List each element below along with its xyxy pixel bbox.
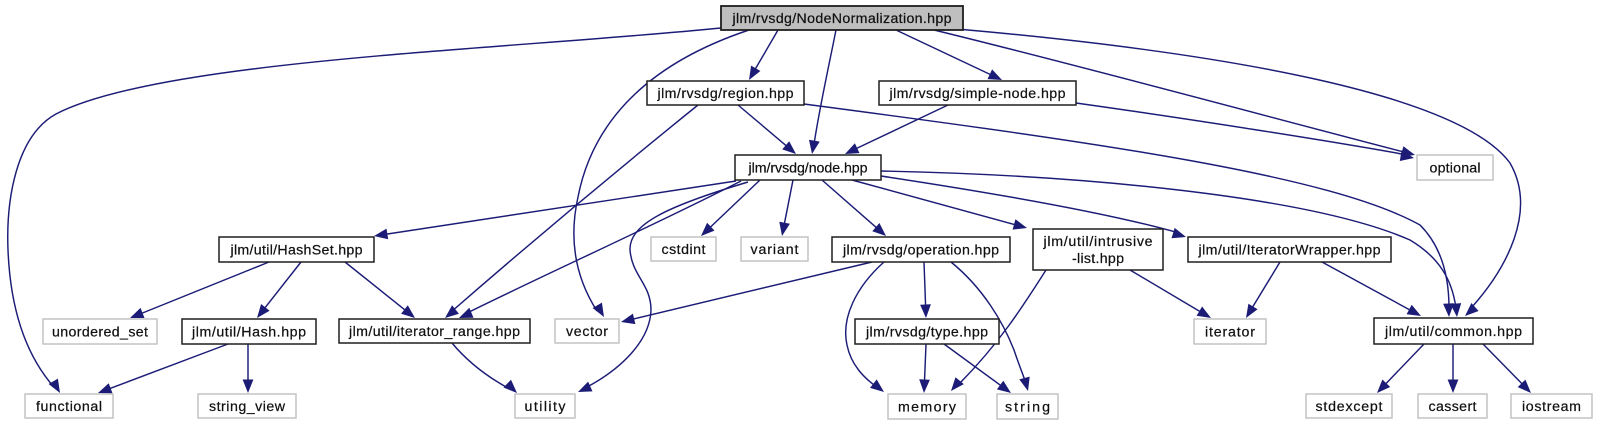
svg-text:unordered_set: unordered_set — [52, 325, 148, 341]
svg-text:string: string — [1005, 400, 1050, 416]
svg-text:-list.hpp: -list.hpp — [1072, 251, 1124, 267]
svg-text:jlm/util/common.hpp: jlm/util/common.hpp — [1384, 324, 1522, 340]
svg-text:jlm/rvsdg/node.hpp: jlm/rvsdg/node.hpp — [748, 161, 868, 177]
svg-text:iterator: iterator — [1205, 325, 1255, 341]
svg-text:jlm/rvsdg/NodeNormalization.hp: jlm/rvsdg/NodeNormalization.hpp — [732, 11, 952, 27]
svg-text:string_view: string_view — [209, 399, 286, 415]
svg-text:jlm/rvsdg/simple-node.hpp: jlm/rvsdg/simple-node.hpp — [889, 86, 1066, 102]
svg-text:cstdint: cstdint — [662, 242, 706, 258]
svg-text:jlm/rvsdg/operation.hpp: jlm/rvsdg/operation.hpp — [842, 243, 999, 259]
svg-text:jlm/util/iterator_range.hpp: jlm/util/iterator_range.hpp — [348, 324, 520, 340]
svg-text:stdexcept: stdexcept — [1316, 399, 1383, 415]
svg-text:jlm/rvsdg/type.hpp: jlm/rvsdg/type.hpp — [865, 325, 988, 341]
svg-text:jlm/util/HashSet.hpp: jlm/util/HashSet.hpp — [230, 243, 363, 259]
svg-text:optional: optional — [1430, 161, 1481, 177]
svg-text:jlm/util/Hash.hpp: jlm/util/Hash.hpp — [191, 325, 306, 341]
svg-text:jlm/rvsdg/region.hpp: jlm/rvsdg/region.hpp — [657, 86, 794, 102]
svg-text:variant: variant — [751, 242, 799, 258]
svg-text:memory: memory — [898, 400, 957, 416]
svg-text:functional: functional — [36, 399, 102, 415]
svg-text:vector: vector — [566, 324, 608, 340]
svg-text:jlm/util/intrusive: jlm/util/intrusive — [1043, 234, 1153, 250]
svg-text:iostream: iostream — [1522, 399, 1581, 415]
svg-text:jlm/util/IteratorWrapper.hpp: jlm/util/IteratorWrapper.hpp — [1198, 243, 1381, 259]
svg-text:utility: utility — [525, 399, 567, 415]
svg-text:cassert: cassert — [1429, 399, 1477, 415]
